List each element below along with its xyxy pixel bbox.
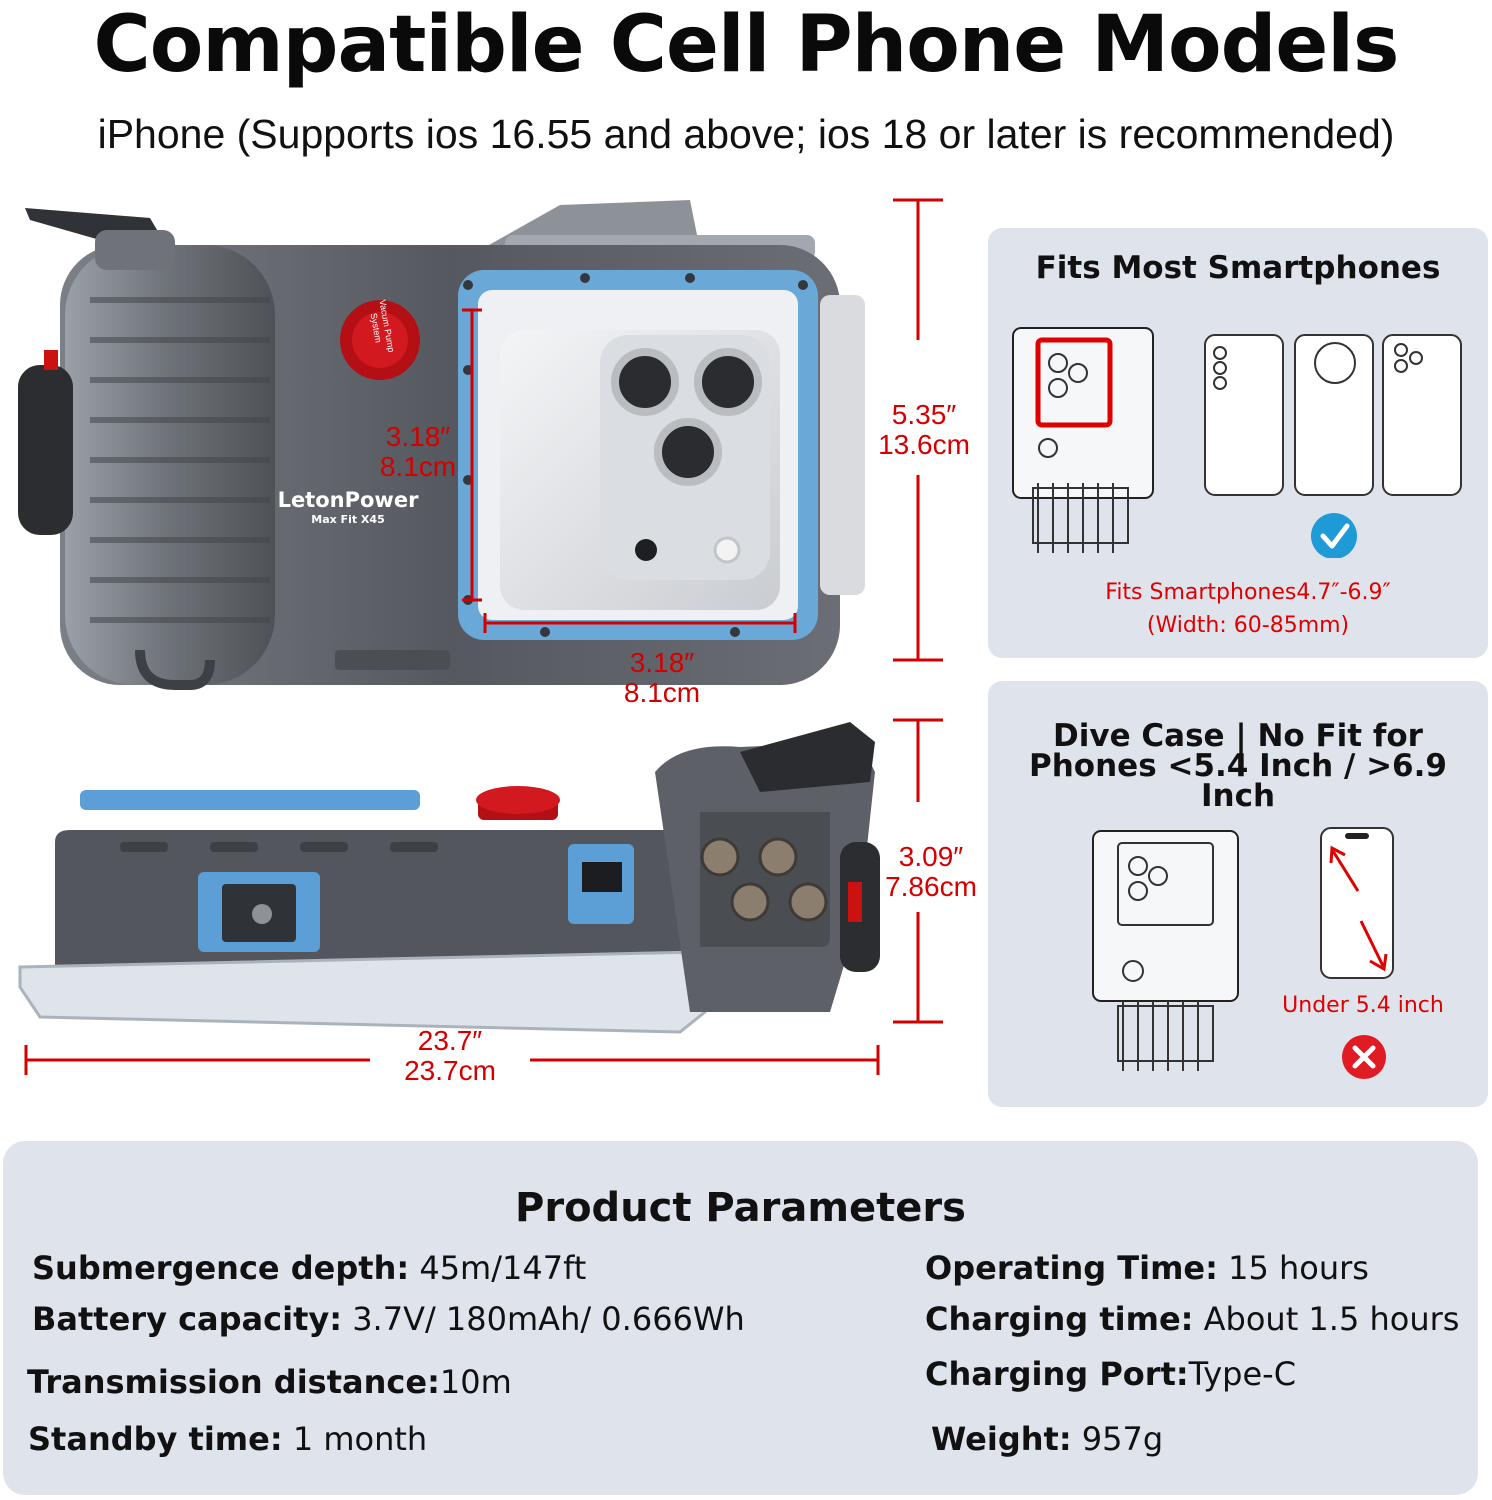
param-transmission: Transmission distance:10m (27, 1362, 512, 1402)
window-width-cm: 8.1cm (623, 677, 701, 708)
param-value: 15 hours (1217, 1249, 1369, 1287)
nofit-title-line1: Dive Case | No Fit for (1053, 718, 1423, 754)
fits-note-line2: (Width: 60-85mm) (1146, 613, 1350, 638)
case-length-in: 23.7″ (417, 1025, 483, 1056)
case-front-view: Vacum Pump System LetonPower Max Fit X45… (0, 190, 990, 710)
case-depth-cm: 7.86cm (885, 871, 977, 902)
fits-panel: Fits Most Smartphones Fits Smartphones4.… (988, 228, 1488, 658)
nofit-note: Under 5.4 inch (1282, 993, 1444, 1018)
param-key: Standby time: (28, 1420, 283, 1458)
param-value: 1 month (282, 1420, 428, 1458)
param-battery: Battery capacity: 3.7V/ 180mAh/ 0.666Wh (32, 1299, 745, 1339)
nofit-title-line2: Phones <5.4 Inch / >6.9 Inch (1029, 748, 1447, 814)
page-subtitle: iPhone (Supports ios 16.55 and above; io… (97, 111, 1395, 157)
case-height-cm: 13.6cm (878, 429, 970, 460)
param-key: Charging time: (925, 1300, 1194, 1338)
parameters-panel: Product Parameters Submergence depth: 45… (3, 1141, 1478, 1495)
param-key: Charging Port: (925, 1355, 1189, 1393)
brand-logo: LetonPower (277, 488, 419, 512)
case-length-label: 23.7″ 23.7cm (380, 1026, 520, 1086)
param-value: Type-C (1188, 1355, 1297, 1393)
param-value: 45m/147ft (409, 1249, 587, 1287)
param-key: Submergence depth: (32, 1249, 410, 1287)
case-top-illustration (18, 718, 943, 1075)
parameters-title: Product Parameters (515, 1185, 966, 1231)
param-key: Transmission distance: (27, 1363, 440, 1401)
nofit-illustration (1092, 827, 1394, 1071)
model-name: Max Fit X45 (311, 513, 385, 526)
param-standby: Standby time: 1 month (28, 1419, 427, 1459)
param-operating-time: Operating Time: 15 hours (925, 1248, 1369, 1288)
param-charging-time: Charging time: About 1.5 hours (925, 1299, 1459, 1339)
case-top-view: 3.09″ 7.86cm 23.7″ 23.7cm (0, 712, 990, 1102)
fits-illustration (1012, 327, 1462, 558)
case-depth-in: 3.09″ (898, 841, 964, 872)
param-key: Operating Time: (925, 1249, 1218, 1287)
page-title: Compatible Cell Phone Models (93, 0, 1400, 90)
fits-note-line1: Fits Smartphones4.7″-6.9″ (1105, 580, 1391, 605)
param-value: 3.7V/ 180mAh/ 0.666Wh (342, 1300, 745, 1338)
case-depth-label: 3.09″ 7.86cm (876, 842, 986, 902)
param-value: About 1.5 hours (1193, 1300, 1460, 1338)
param-value: 957g (1071, 1420, 1164, 1458)
window-width-in: 3.18″ (629, 647, 695, 678)
window-height-cm: 8.1cm (379, 451, 457, 482)
cross-icon (1342, 1035, 1386, 1079)
fits-note: Fits Smartphones4.7″-6.9″ (Width: 60-85m… (1058, 576, 1438, 642)
param-submergence: Submergence depth: 45m/147ft (32, 1248, 586, 1288)
param-key: Battery capacity: (32, 1300, 343, 1338)
case-height-label: 5.35″ 13.6cm (866, 400, 982, 460)
param-value: 10m (439, 1363, 512, 1401)
window-height-in: 3.18″ (385, 421, 451, 452)
param-charging-port: Charging Port:Type-C (925, 1354, 1296, 1394)
fits-panel-title: Fits Most Smartphones (1035, 250, 1441, 286)
window-width-label: 3.18″ 8.1cm (600, 648, 724, 708)
param-key: Weight: (931, 1420, 1072, 1458)
case-front-illustration (18, 198, 943, 690)
param-weight: Weight: 957g (931, 1419, 1163, 1459)
nofit-panel: Dive Case | No Fit for Phones <5.4 Inch … (988, 681, 1488, 1107)
case-height-in: 5.35″ (891, 399, 957, 430)
check-icon (1311, 513, 1357, 558)
window-height-label: 3.18″ 8.1cm (368, 422, 468, 482)
case-length-cm: 23.7cm (404, 1055, 496, 1086)
